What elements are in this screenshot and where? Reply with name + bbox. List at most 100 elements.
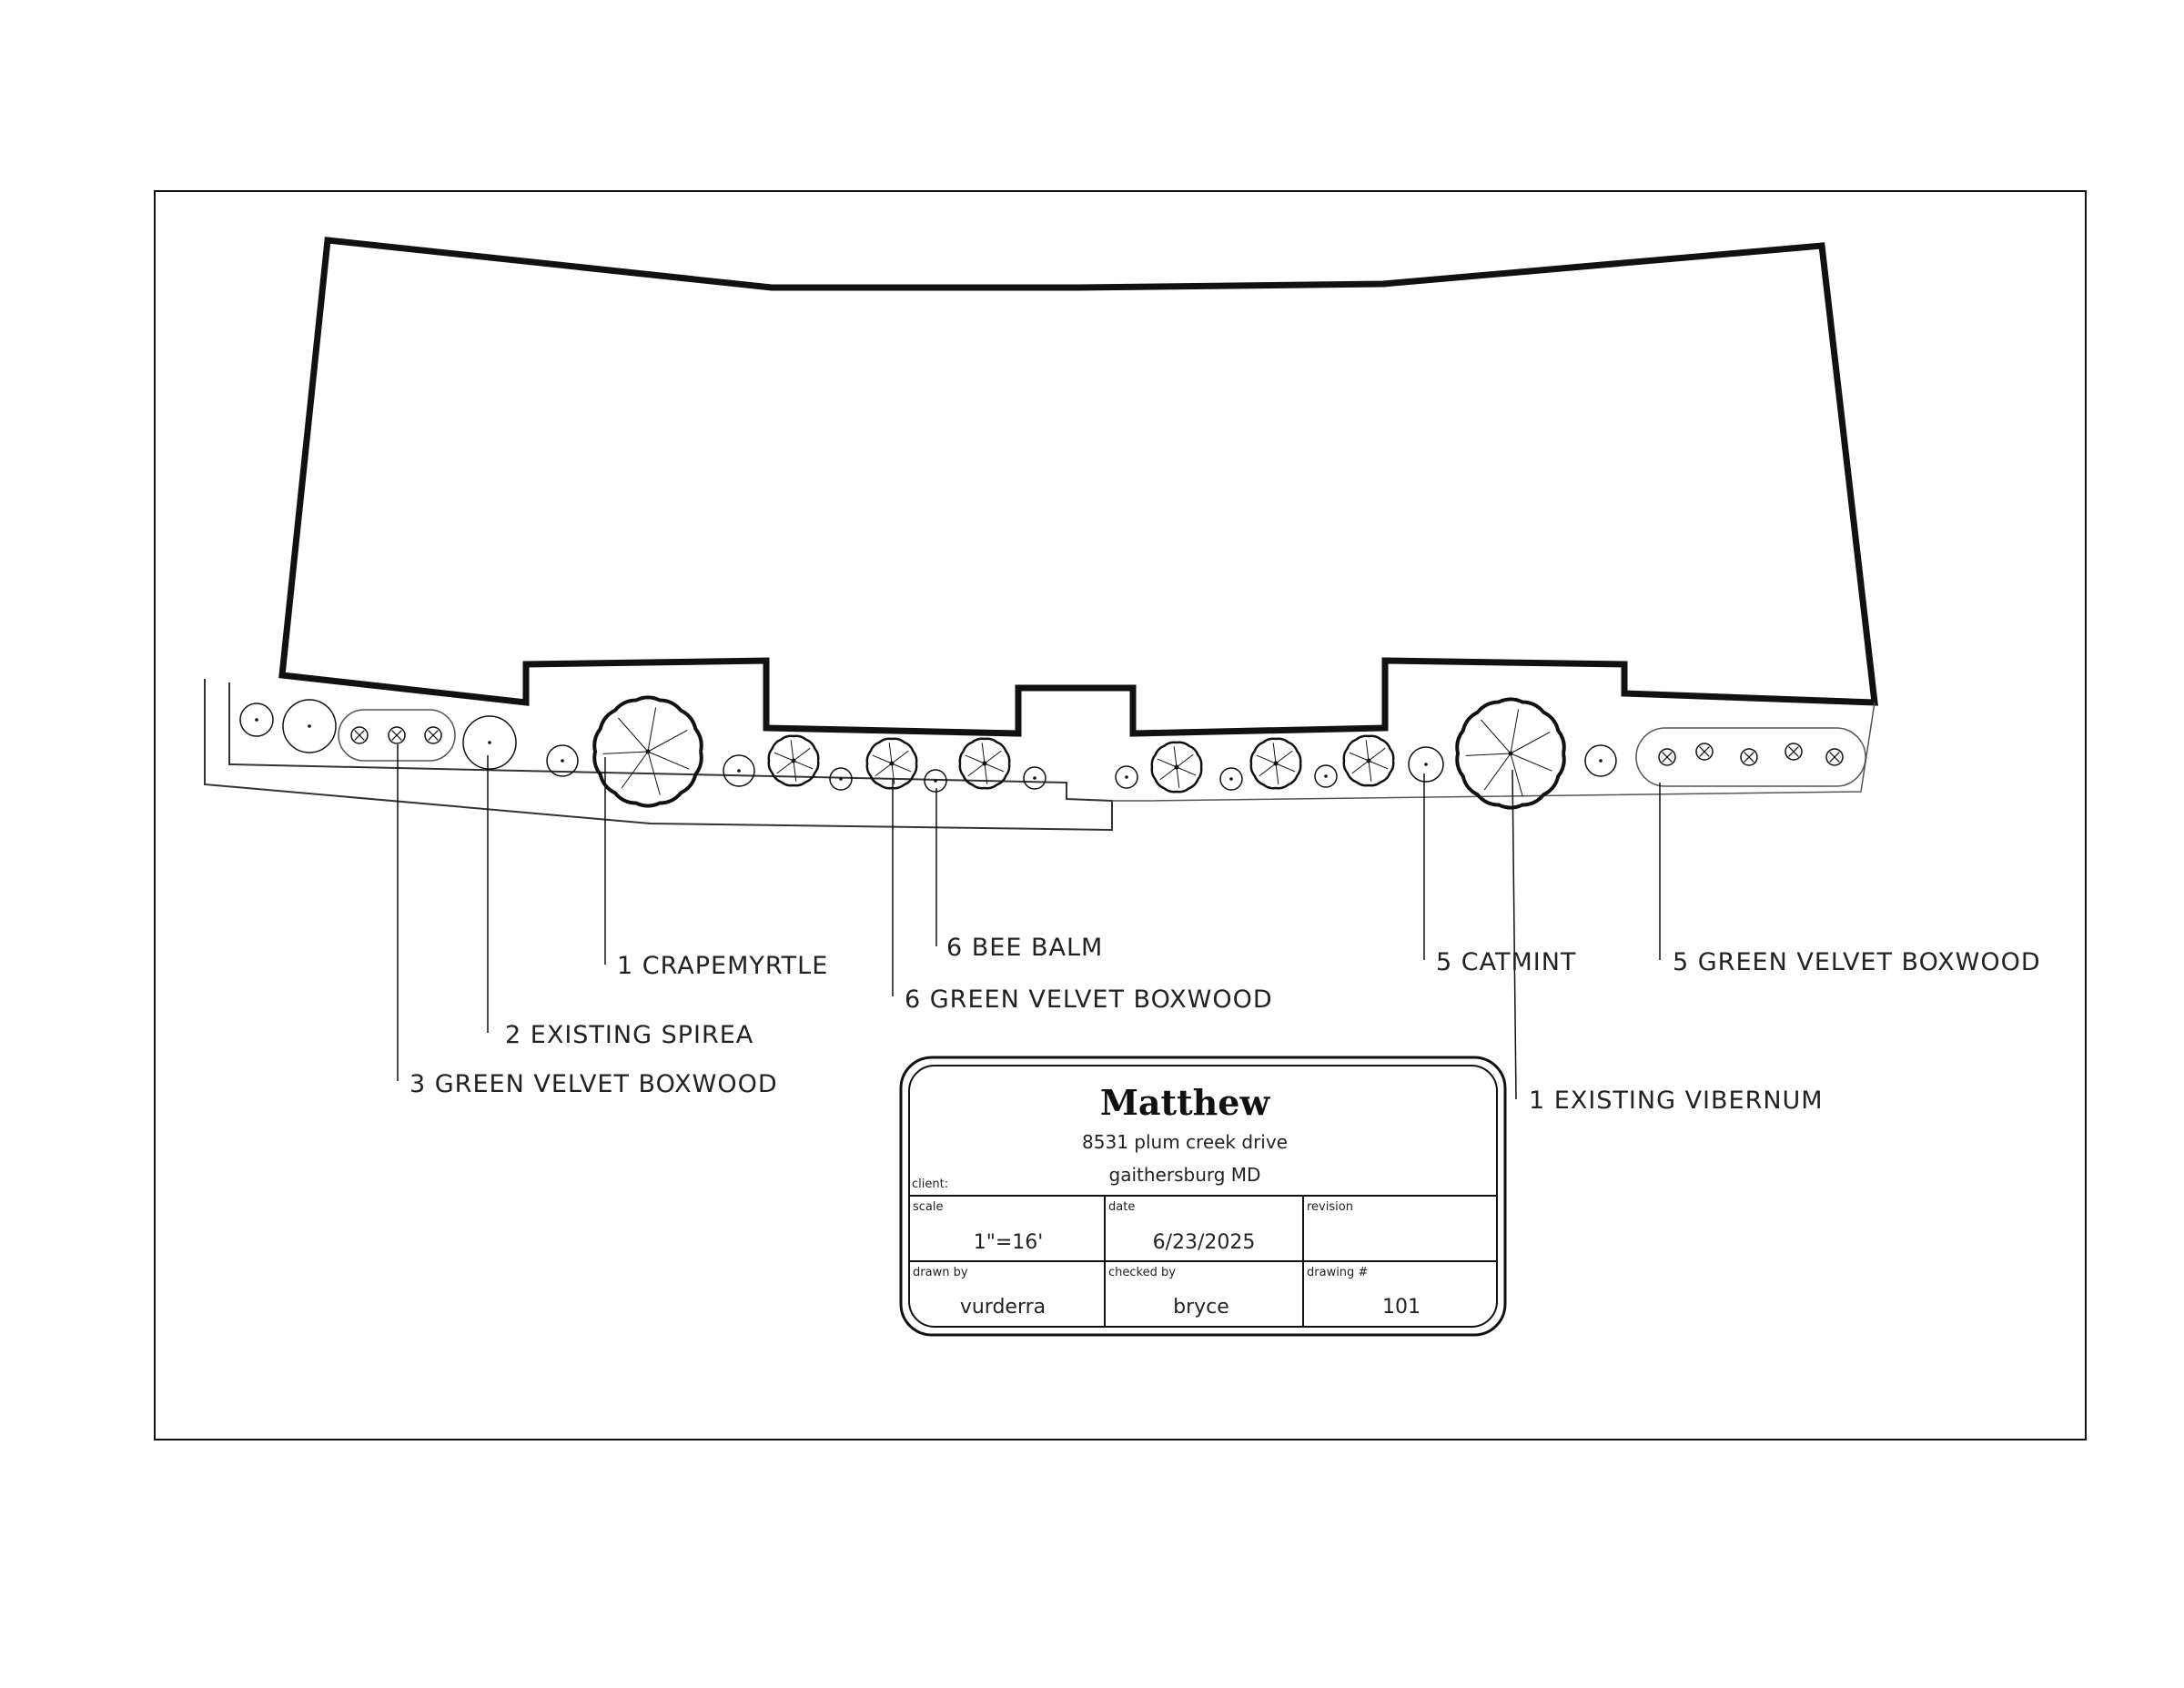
leader-lines — [397, 744, 1661, 1100]
label-boxwood-6: 6 GREEN VELVET BOXWOOD — [905, 986, 1273, 1014]
bee-balm-4-outline — [1115, 765, 1138, 789]
bee-balm-2 — [924, 769, 947, 793]
bed-edge-right — [1112, 702, 1876, 802]
boxwood-6-e-branches — [1256, 743, 1296, 784]
boxwood-6-d-trunk — [1174, 764, 1179, 770]
boxwood-6-b — [865, 737, 918, 790]
bee-balm-6-center — [1324, 774, 1328, 778]
boxwood-3-c-outline — [424, 726, 442, 744]
bee-balm-3-center — [1033, 776, 1036, 780]
client-caption: client: — [912, 1178, 948, 1191]
spirea-small-center — [255, 718, 258, 722]
boxwood-5-1-outline — [1658, 748, 1676, 766]
boxwood-5-2-cross — [1699, 746, 1710, 757]
boxwood-6-a-trunk — [791, 758, 796, 763]
perennial-2 — [723, 754, 755, 787]
bee-balm-4 — [1115, 765, 1138, 789]
label-bee-balm: 6 BEE BALM — [946, 934, 1103, 962]
boxwood-6-a-edge — [767, 734, 820, 787]
catmint-1 — [1408, 746, 1444, 783]
title-block: Matthew 8531 plum creek drive gaithersbu… — [899, 1056, 1507, 1337]
boxwood-5-3 — [1740, 748, 1758, 766]
bee-balm-4-center — [1125, 775, 1128, 779]
catmint-1-outline — [1408, 746, 1444, 783]
bee-balm-1-center — [839, 777, 843, 781]
boxwood-6-f-edge — [1342, 734, 1395, 787]
bee-balm-2-outline — [924, 769, 947, 793]
boxwood-3-b-outline — [388, 726, 406, 744]
leader-vibernum — [1512, 769, 1517, 1100]
boxwood-6-a-branches — [774, 740, 814, 782]
boxwood-6-f-branches — [1349, 740, 1389, 782]
boxwood-6-f-trunk — [1366, 758, 1371, 763]
client-name: Matthew — [1100, 1082, 1271, 1123]
crapemyrtle-left-edge — [592, 695, 703, 808]
bee-balm-6 — [1314, 764, 1338, 788]
boxwood-6-b-branches — [872, 743, 912, 784]
vibernum — [1455, 697, 1566, 810]
perennial-1 — [546, 744, 579, 777]
sheet-border — [154, 190, 2087, 1440]
boxwood-6-b-trunk — [889, 761, 895, 766]
vibernum-edge — [1455, 697, 1566, 810]
bee-balm-5-outline — [1219, 767, 1243, 791]
spirea-right — [462, 715, 517, 770]
drawn-by-value: vurderra — [960, 1296, 1046, 1319]
boxwood-6-d-edge — [1150, 741, 1203, 793]
boxwood-5-5 — [1825, 748, 1844, 766]
label-vibernum: 1 EXISTING VIBERNUM — [1529, 1087, 1824, 1115]
spirea-large-center — [308, 724, 311, 728]
bee-balm-5 — [1219, 767, 1243, 791]
label-catmint: 5 CATMINT — [1436, 948, 1576, 976]
date-value: 6/23/2025 — [1153, 1231, 1256, 1254]
boxwood-5-2 — [1695, 743, 1714, 761]
boxwood-6-a — [767, 734, 820, 787]
boxwood-5-hedge — [1635, 727, 1866, 787]
bee-balm-3-outline — [1023, 766, 1046, 790]
boxwood-6-e-trunk — [1273, 761, 1279, 766]
scale-value: 1"=16' — [974, 1231, 1044, 1254]
spirea-right-outline — [462, 715, 517, 770]
plant-symbols — [239, 695, 1866, 810]
crapemyrtle-left — [592, 695, 703, 808]
boxwood-5-5-cross — [1829, 752, 1840, 763]
perennial-2-center — [737, 769, 741, 773]
boxwood-3-a — [350, 726, 369, 744]
crapemyrtle-left-trunk — [645, 749, 651, 754]
boxwood-6-c-trunk — [982, 761, 987, 766]
boxwood-3-c-cross — [428, 730, 439, 741]
drawn-by-caption: drawn by — [913, 1266, 968, 1279]
boxwood-3-a-cross — [354, 730, 365, 741]
boxwood-5-4 — [1785, 743, 1803, 761]
boxwood-6-c-edge — [958, 737, 1011, 790]
boxwood-5-2-outline — [1695, 743, 1714, 761]
boxwood-3-b-cross — [391, 730, 402, 741]
perennial-2-outline — [723, 754, 755, 787]
boxwood-3-hedge — [338, 709, 456, 762]
bee-balm-6-outline — [1314, 764, 1338, 788]
checked-by-caption: checked by — [1108, 1266, 1176, 1279]
bee-balm-1 — [829, 767, 853, 791]
bee-balm-5-center — [1229, 777, 1233, 781]
perennial-1-center — [561, 759, 564, 763]
boxwood-6-c-branches — [965, 743, 1005, 784]
drawing-caption: drawing # — [1307, 1266, 1368, 1279]
boxwood-6-b-edge — [865, 737, 918, 790]
boxwood-3-a-outline — [350, 726, 369, 744]
boxwood-6-e — [1249, 737, 1302, 790]
catmint-2 — [1584, 744, 1617, 777]
catmint-2-center — [1599, 759, 1603, 763]
checked-by-value: bryce — [1173, 1296, 1229, 1319]
label-spirea: 2 EXISTING SPIREA — [505, 1021, 753, 1049]
vibernum-trunk — [1508, 751, 1513, 756]
boxwood-5-4-outline — [1785, 743, 1803, 761]
address-line1: 8531 plum creek drive — [1082, 1131, 1288, 1153]
label-crapemyrtle: 1 CRAPEMYRTLE — [617, 952, 828, 980]
boxwood-6-c — [958, 737, 1011, 790]
perennial-1-outline — [546, 744, 579, 777]
label-boxwood-5: 5 GREEN VELVET BOXWOOD — [1673, 948, 2041, 976]
spirea-large-outline — [282, 699, 337, 753]
boxwood-5-5-outline — [1825, 748, 1844, 766]
bee-balm-2-center — [934, 779, 937, 783]
